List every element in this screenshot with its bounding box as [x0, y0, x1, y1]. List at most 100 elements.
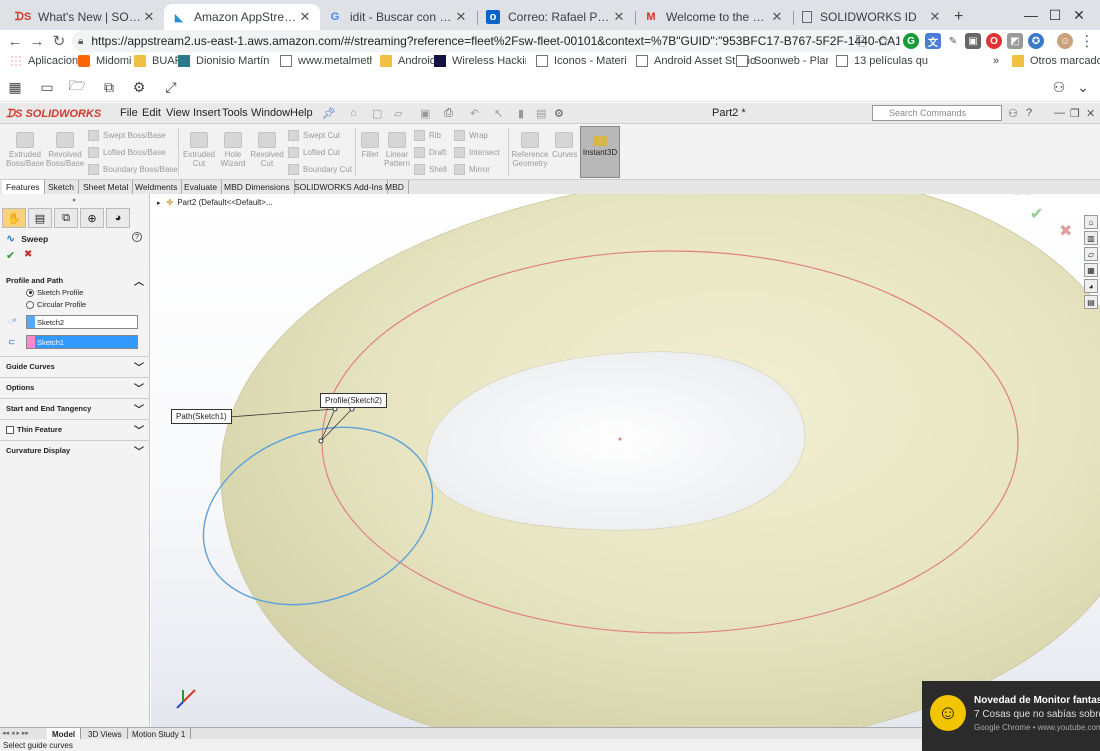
close-icon[interactable]: ✕ [1086, 108, 1096, 120]
feature-manager-tab-icon[interactable]: ✋ [2, 208, 26, 228]
path-callout[interactable]: Path(Sketch1) [171, 409, 232, 424]
close-icon[interactable]: ✕ [455, 9, 467, 24]
copy-link-icon[interactable]: ⎘ [855, 33, 867, 48]
bookmark-13-peliculas[interactable]: 13 películas que des... [836, 54, 928, 68]
tab-model[interactable]: Model [47, 728, 82, 740]
hole-wizard-button[interactable]: Hole Wizard [218, 132, 248, 168]
path-selection-field[interactable]: Sketch1 [26, 335, 138, 349]
sketch-profile-radio[interactable]: Sketch Profile [26, 288, 83, 297]
minimize-window-button[interactable]: — [1024, 7, 1038, 23]
configuration-manager-tab-icon[interactable]: ⧉ [54, 208, 78, 228]
new-tab-button[interactable]: + [954, 8, 964, 25]
section-profile-and-path[interactable]: Profile and Path ︿ [0, 270, 150, 290]
back-icon[interactable]: ← [7, 32, 23, 50]
fillet-button[interactable]: Fillet [358, 132, 382, 159]
swept-cut-button[interactable]: Swept Cut [288, 130, 340, 141]
bookmark-android-asset-studio[interactable]: Android Asset Studio [636, 54, 756, 68]
close-icon[interactable]: ✕ [613, 9, 625, 24]
profile-callout[interactable]: Profile(Sketch2) [320, 393, 387, 408]
solidworks-logo[interactable]: ᗪS SOLIDWORKS [6, 105, 101, 123]
bookmarks-overflow-button[interactable]: » [993, 55, 1000, 67]
boundary-cut-button[interactable]: Boundary Cut [288, 164, 352, 175]
close-icon[interactable]: ✕ [143, 9, 155, 24]
view-palette-icon[interactable]: ▦ [1084, 263, 1098, 277]
section-start-end-tangency[interactable]: Start and End Tangency ﹀ [0, 398, 150, 418]
monitor-icon[interactable]: ▭ [40, 78, 54, 95]
menu-file[interactable]: File [120, 107, 138, 119]
extension-green-icon[interactable]: G [903, 33, 919, 49]
rebuild-icon[interactable]: ▮ [518, 108, 525, 120]
open-folder-icon[interactable]: ▱ [394, 108, 403, 120]
file-properties-icon[interactable]: ▤ [536, 108, 547, 120]
curves-button[interactable]: Curves [552, 132, 577, 159]
property-manager-tab-icon[interactable]: ▤ [28, 208, 52, 228]
circular-profile-radio[interactable]: Circular Profile [26, 300, 86, 309]
bookmark-iconos-material[interactable]: Iconos - Material De... [536, 54, 626, 68]
tab-3d-views[interactable]: 3D Views [83, 728, 128, 740]
home-icon[interactable]: ⌂ [1084, 215, 1098, 229]
tab-scroll-arrows[interactable]: ◂◂ ◂ ▸ ▸▸ [2, 730, 29, 737]
profile-avatar[interactable]: ☺ [1057, 33, 1073, 49]
chrome-menu-icon[interactable]: ⋮ [1079, 33, 1095, 50]
close-icon[interactable]: ✕ [771, 9, 783, 24]
wrap-button[interactable]: Wrap [454, 130, 488, 141]
tab-weldments[interactable]: Weldments [131, 180, 183, 194]
reload-icon[interactable]: ↻ [52, 33, 66, 50]
revolved-boss-button[interactable]: Revolved Boss/Base [46, 132, 84, 168]
notification-toast[interactable]: ☺ Novedad de Monitor fantasma 7 Cosas qu… [922, 681, 1100, 751]
bookmark-metalmethod[interactable]: www.metalmethod.c... [280, 54, 372, 68]
section-curvature-display[interactable]: Curvature Display ﹀ [0, 440, 150, 460]
copy-icon[interactable]: ⧉ [104, 78, 114, 95]
tab-whats-new-solidworks[interactable]: ᗪS What's New | SOLIDWORKS ✕ [8, 4, 164, 30]
extruded-boss-button[interactable]: Extruded Boss/Base [6, 132, 44, 168]
expand-arrow-icon[interactable]: ▸ [157, 199, 161, 207]
appearances-icon[interactable]: ◕ [1084, 279, 1098, 293]
bookmark-star-icon[interactable]: ☆ [876, 33, 890, 50]
section-thin-feature[interactable]: Thin Feature ﹀ [0, 419, 150, 439]
tab-solidworks-add-ins[interactable]: SOLIDWORKS Add-Ins [290, 180, 388, 194]
menu-window[interactable]: Window [251, 107, 291, 119]
menu-help[interactable]: Help [290, 107, 313, 119]
model-canvas[interactable] [151, 194, 1100, 727]
screenshot-icon[interactable]: ▣ [965, 33, 981, 49]
new-document-icon[interactable]: ▢ [372, 108, 383, 120]
tab-evaluate[interactable]: Evaluate [180, 180, 223, 194]
section-guide-curves[interactable]: Guide Curves ﹀ [0, 356, 150, 376]
draft-button[interactable]: Draft [414, 147, 446, 158]
help-question-icon[interactable]: ? [132, 232, 142, 242]
close-window-button[interactable]: ✕ [1073, 6, 1085, 23]
extension-blue-icon[interactable]: ✪ [1028, 33, 1044, 49]
rib-button[interactable]: Rib [414, 130, 441, 141]
bookmark-dionisio[interactable]: Dionisio Martínez Tr... [178, 54, 270, 68]
bookmark-android[interactable]: Android [380, 54, 436, 68]
dimxpert-manager-tab-icon[interactable]: ⊕ [80, 208, 104, 228]
lofted-cut-button[interactable]: Lofted Cut [288, 147, 340, 158]
section-options[interactable]: Options ﹀ [0, 377, 150, 397]
tab-mbd-dimensions[interactable]: MBD Dimensions [220, 180, 295, 194]
pin-icon[interactable]: 📌︎ [322, 108, 336, 120]
menu-edit[interactable]: Edit [142, 107, 161, 119]
folder-open-icon[interactable]: 🗁︎ [68, 77, 86, 93]
bookmark-wireless-hacking[interactable]: Wireless Hacking – C... [434, 54, 526, 68]
bookmark-buap[interactable]: BUAP [134, 54, 182, 68]
thin-feature-checkbox[interactable] [6, 425, 14, 434]
revolved-cut-button[interactable]: Revolved Cut [250, 132, 284, 168]
file-explorer-icon[interactable]: ▱ [1084, 247, 1098, 261]
custom-properties-icon[interactable]: ▤ [1084, 295, 1098, 309]
user-icon[interactable]: ⚇ [1052, 78, 1066, 95]
settings-gear-icon[interactable]: ⚙ [132, 78, 146, 95]
panel-splitter-handle[interactable]: ● [72, 197, 77, 204]
fullscreen-icon[interactable]: ⤢ [165, 78, 177, 95]
user-account-icon[interactable]: ⚇ [1008, 108, 1018, 120]
confirm-check-icon[interactable]: ✔ [1030, 206, 1044, 223]
bookmark-midomi[interactable]: Midomi [78, 54, 131, 68]
help-question-icon[interactable]: ? [1026, 107, 1033, 119]
intersect-button[interactable]: Intersect [454, 147, 500, 158]
graphics-viewport[interactable]: ▸ ✤ Part2 (Default<<Default>... Path(Ske… [151, 194, 1100, 727]
instant3d-button[interactable]: Instant3D [580, 126, 620, 178]
display-manager-tab-icon[interactable]: ◕ [106, 208, 130, 228]
bookmark-other[interactable]: Otros marcadores [1012, 54, 1100, 68]
extension-gray-icon[interactable]: ◩ [1007, 33, 1023, 49]
tab-google-search[interactable]: G idit - Buscar con Google ✕ [320, 4, 476, 30]
home-icon[interactable]: ⌂ [350, 107, 357, 119]
